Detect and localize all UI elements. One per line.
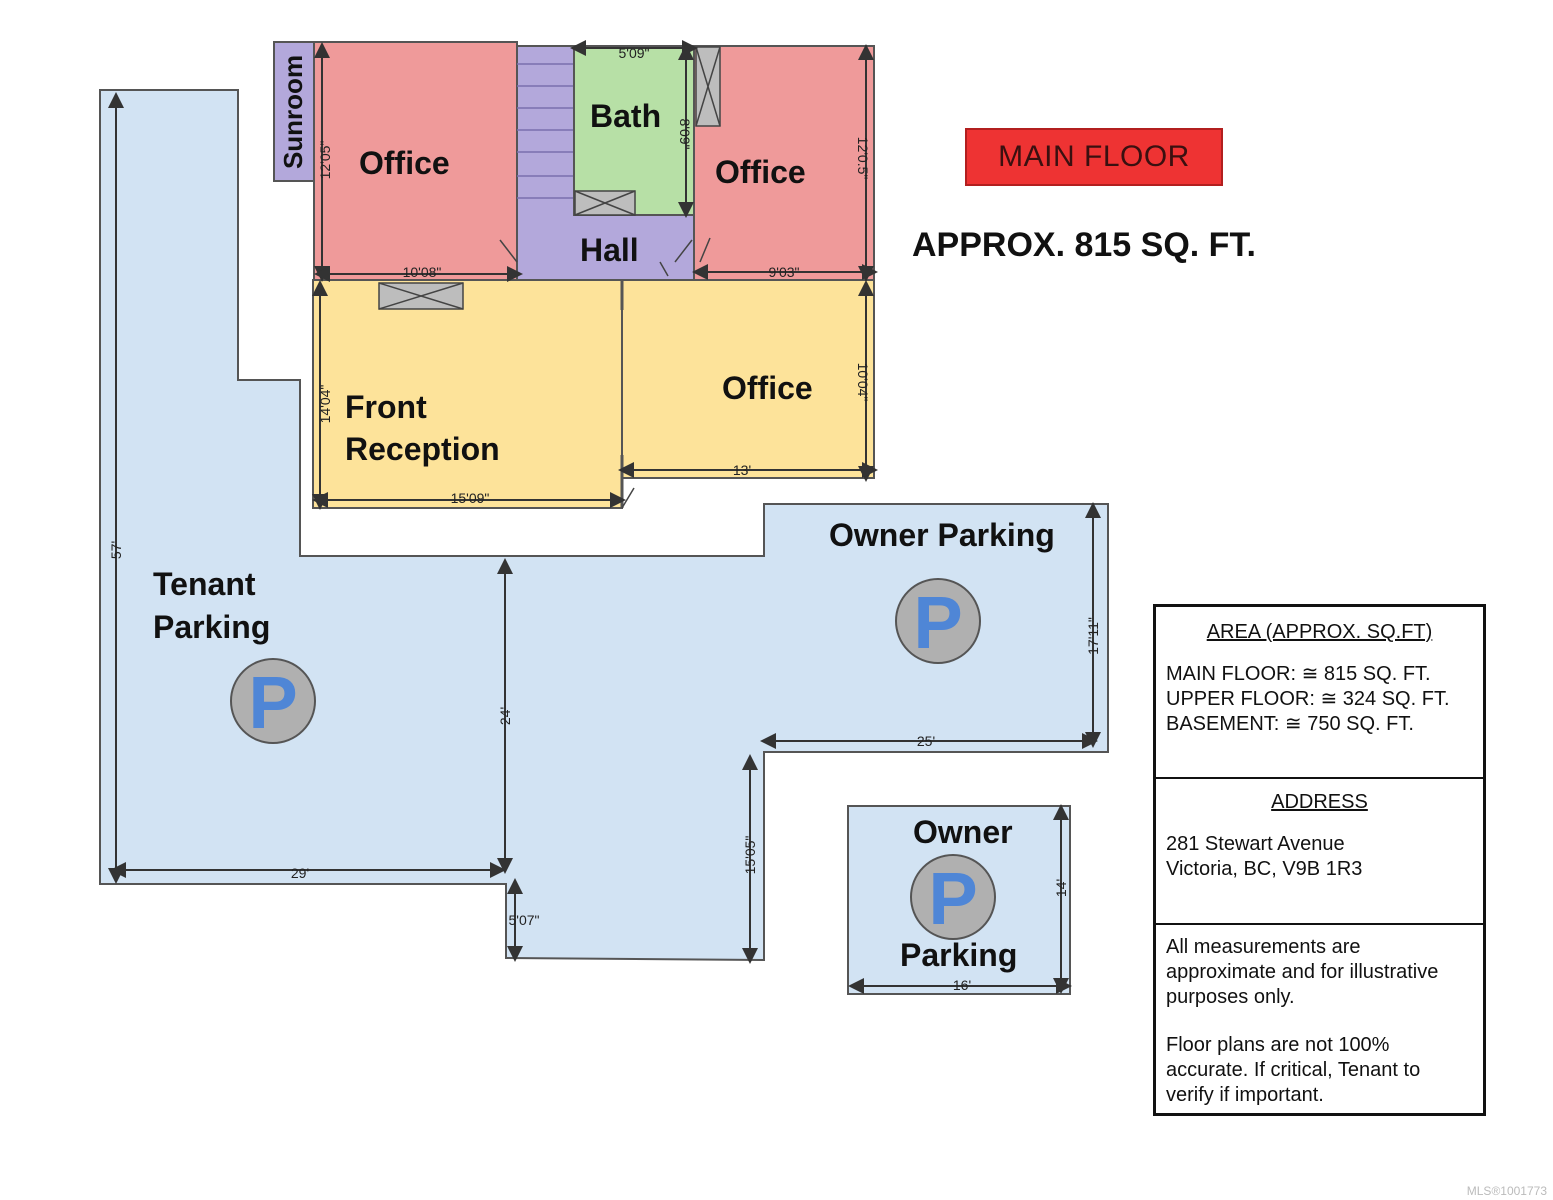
dimension-labels: 12'05" 10'08" 5'09" 8'09" 12'0.5" 9'03" … [108, 45, 1101, 993]
stairs [517, 63, 574, 199]
parking-sign-icon: P [230, 658, 316, 744]
office-left-label: Office [359, 145, 450, 181]
dim-office-lower-width: 13' [733, 462, 751, 478]
dim-reception-height: 14'04" [317, 385, 333, 424]
dim-owner-width: 25' [917, 733, 935, 749]
dim-bath-width: 5'09" [618, 45, 649, 61]
address-line: Victoria, BC, V9B 1R3 [1166, 858, 1363, 880]
notes-section: All measurements are approximate and for… [1156, 925, 1483, 1141]
area-line: MAIN FLOOR: ≅ 815 SQ. FT. [1166, 663, 1431, 685]
dim-middle-height: 24' [497, 707, 513, 725]
hall-label: Hall [580, 232, 639, 268]
owner-parking-label: Owner Parking [829, 517, 1055, 553]
bath-room [573, 45, 695, 216]
dim-owner-small-height: 14' [1053, 879, 1069, 897]
dim-office-left-width: 10'08" [403, 264, 442, 280]
front-reception-label-line2: Reception [345, 431, 500, 467]
dim-tenant-width: 29' [291, 865, 309, 881]
dim-office-right-width: 9'03" [768, 264, 799, 280]
closet-fixture-icon [574, 190, 636, 216]
window-fixture-icon [378, 282, 464, 310]
parking-sign-letter: P [928, 857, 977, 940]
front-reception-label-line1: Front [345, 389, 427, 425]
dim-office-lower-height: 10'04" [855, 363, 871, 402]
owner-parking-small-label-line1: Owner [913, 814, 1013, 850]
measurement-note: All measurements are approximate and for… [1166, 936, 1439, 1008]
floor-badge-label: MAIN FLOOR [998, 140, 1190, 173]
office-lower-label: Office [722, 370, 813, 406]
area-line: UPPER FLOOR: ≅ 324 SQ. FT. [1166, 688, 1450, 710]
mls-watermark: MLS®1001773 [1466, 1184, 1547, 1198]
tenant-parking-label-line1: Tenant [153, 566, 256, 602]
office-right-room [693, 45, 875, 281]
dim-reception-width: 15'09" [451, 490, 490, 506]
address-section: ADDRESS 281 Stewart Avenue Victoria, BC,… [1156, 779, 1483, 925]
parking-sign-icon: P [910, 854, 996, 940]
parking-sign-icon: P [895, 578, 981, 664]
bath-label: Bath [590, 98, 661, 134]
dim-bath-height: 8'09" [677, 118, 693, 149]
info-box: AREA (APPROX. SQ.FT) MAIN FLOOR: ≅ 815 S… [1153, 604, 1486, 1116]
office-right-label: Office [715, 154, 806, 190]
parking-sign-letter: P [913, 581, 962, 664]
approx-area-title: APPROX. 815 SQ. FT. [912, 226, 1256, 264]
floor-badge: MAIN FLOOR [965, 128, 1223, 186]
owner-parking-small-label-line2: Parking [900, 937, 1017, 973]
tenant-parking-label-line2: Parking [153, 609, 270, 645]
cabinet-fixture-icon [695, 46, 721, 127]
dim-office-left-height: 12'05" [317, 141, 333, 180]
dim-bottom-step: 5'07" [508, 912, 539, 928]
dim-tenant-height: 57' [108, 541, 124, 559]
address-line: 281 Stewart Avenue [1166, 833, 1345, 855]
area-heading: AREA (APPROX. SQ.FT) [1206, 621, 1433, 643]
dimension-lines [108, 40, 1101, 994]
area-section: AREA (APPROX. SQ.FT) MAIN FLOOR: ≅ 815 S… [1156, 607, 1483, 779]
sunroom-room [273, 41, 315, 182]
sunroom-label: Sunroom [278, 55, 308, 169]
address-heading: ADDRESS [1271, 791, 1368, 813]
accuracy-note: Floor plans are not 100% accurate. If cr… [1166, 1034, 1421, 1106]
dim-owner-small-width: 16' [953, 977, 971, 993]
dim-lower-middle-height: 15'05" [742, 836, 758, 875]
dim-office-right-height: 12'0.5" [855, 137, 871, 180]
parking-sign-letter: P [248, 661, 297, 744]
dim-owner-height: 17'11" [1085, 617, 1101, 655]
area-line: BASEMENT: ≅ 750 SQ. FT. [1166, 713, 1414, 735]
